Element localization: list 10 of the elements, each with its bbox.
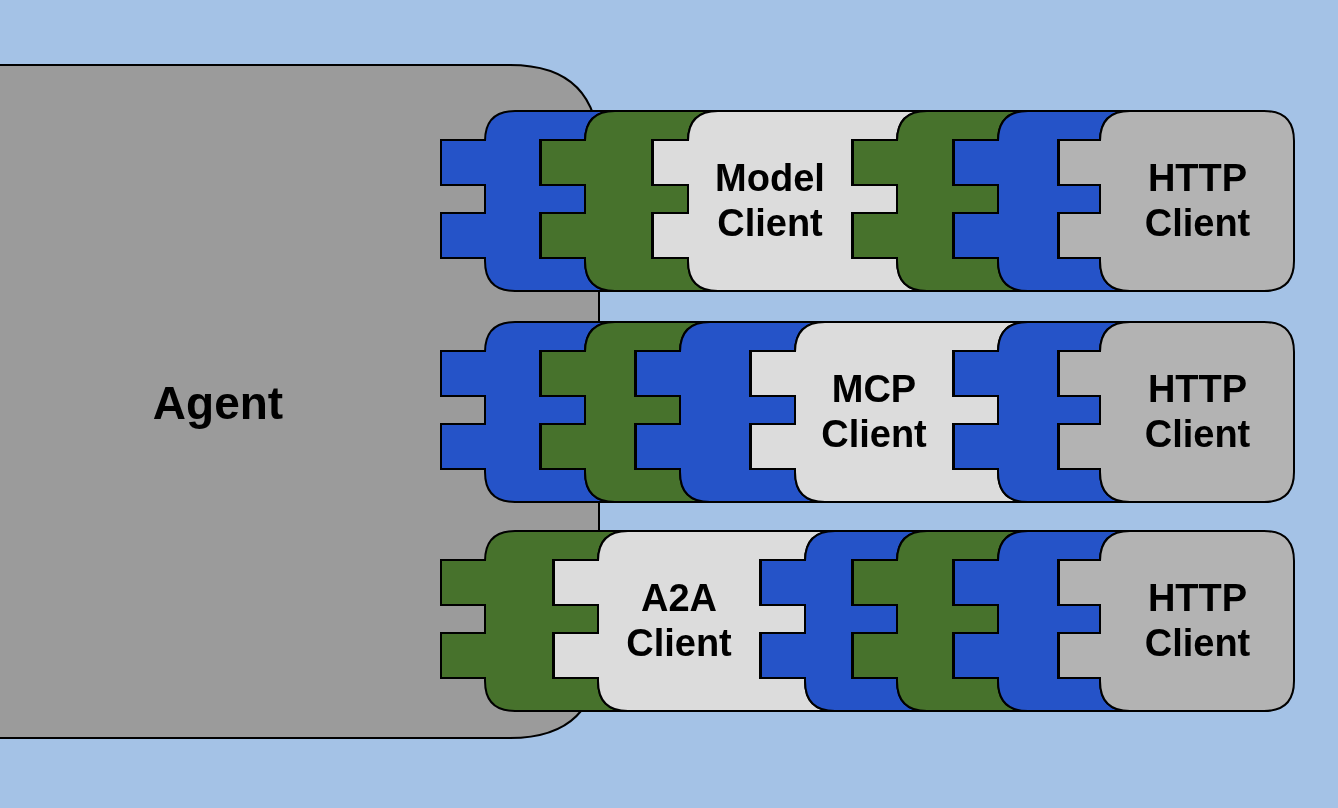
piece-label: A2A Client — [625, 575, 733, 667]
agent-label: Agent — [152, 376, 284, 432]
piece-label: Model Client — [714, 155, 826, 247]
puzzle-piece — [1058, 110, 1295, 293]
piece-label: HTTP Client — [1143, 366, 1252, 458]
puzzle-piece — [1058, 321, 1295, 504]
piece-label: HTTP Client — [1143, 155, 1252, 247]
piece-label: MCP Client — [820, 366, 928, 458]
piece-label: HTTP Client — [1143, 575, 1252, 667]
puzzle-piece — [1058, 530, 1295, 713]
